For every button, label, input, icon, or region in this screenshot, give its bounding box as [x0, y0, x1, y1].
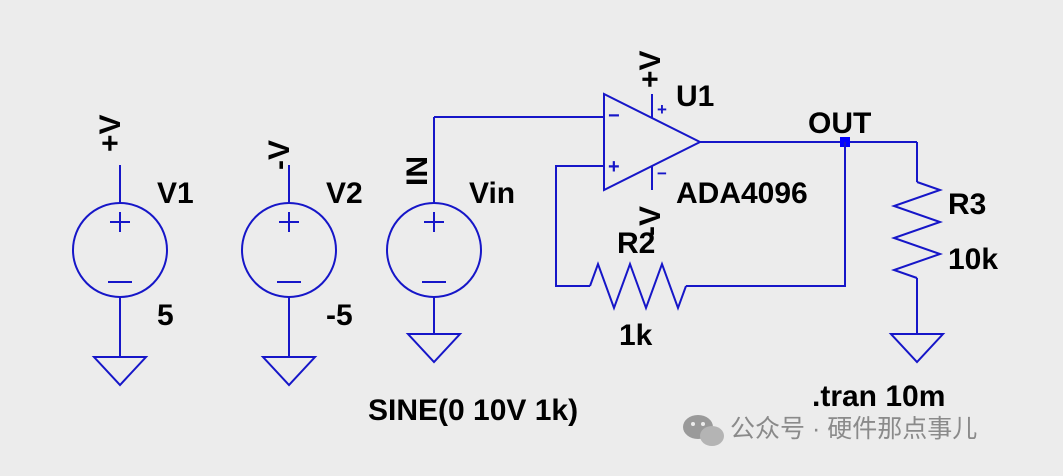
resistor-r3[interactable] [890, 181, 944, 279]
voltage-source-v2[interactable] [241, 165, 337, 387]
opamp-pos-rail-label: +V [634, 50, 667, 88]
net-label-out: OUT [808, 107, 871, 140]
spice-directive[interactable]: .tran 10m [812, 380, 945, 413]
net-label-v1: +V [94, 114, 127, 152]
wire-feedback-left [555, 165, 604, 287]
opamp-pos-rail-sign: + [657, 100, 667, 119]
ref-v1: V1 [157, 177, 194, 210]
value-r2: 1k [619, 319, 653, 352]
wire-feedback-right [686, 142, 846, 287]
ref-vin: Vin [469, 177, 515, 210]
ref-r2: R2 [617, 227, 655, 260]
opamp-neg-rail-sign: − [657, 164, 667, 183]
ground-icon [888, 333, 946, 364]
value-r3: 10k [948, 243, 998, 276]
opamp-neg-rail-label: -V [634, 206, 667, 236]
opamp-model: ADA4096 [676, 177, 808, 210]
net-label-in: IN [401, 156, 434, 186]
ground-icon [260, 356, 318, 387]
ref-r3: R3 [948, 188, 986, 221]
value-v2: -5 [326, 299, 353, 332]
value-vin: SINE(0 10V 1k) [368, 394, 578, 427]
opamp-minus-sign: − [608, 105, 620, 127]
opamp-u1[interactable] [603, 92, 703, 192]
voltage-source-vin[interactable] [386, 117, 482, 364]
net-label-v2: -V [263, 140, 296, 170]
ground-icon [91, 356, 149, 387]
value-v1: 5 [157, 299, 174, 332]
resistor-zigzag [589, 261, 687, 311]
ref-v2: V2 [326, 177, 363, 210]
watermark-text: 公众号 · 硬件那点事儿 [730, 415, 977, 443]
resistor-r2[interactable] [589, 261, 687, 311]
resistor-zigzag [890, 181, 944, 279]
opamp-plus-sign: + [608, 156, 620, 178]
voltage-source-v1[interactable] [72, 165, 168, 387]
wechat-icon [683, 415, 724, 446]
ref-u1: U1 [676, 80, 714, 113]
ground-icon [405, 333, 463, 364]
